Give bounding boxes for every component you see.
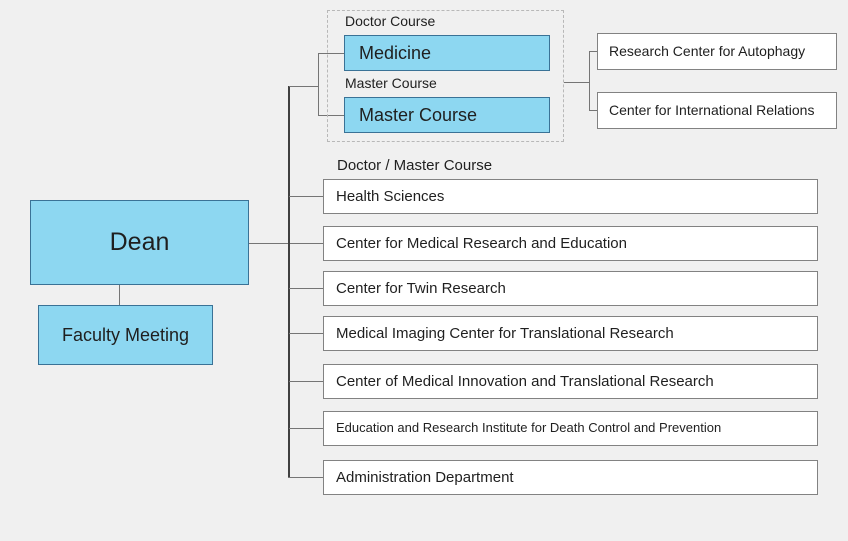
node-medical-imaging-center: Medical Imaging Center for Translational…: [323, 316, 818, 351]
connector-stub-medicine: [318, 53, 344, 54]
connector-branch-administration: [288, 477, 323, 478]
node-health-sciences: Health Sciences: [323, 179, 818, 214]
doctor-course-label: Doctor Course: [345, 13, 436, 29]
master-course-label: Master Course: [345, 75, 437, 91]
connector-branch-course-group: [289, 86, 318, 87]
node-center-international-relations: Center for International Relations: [597, 92, 837, 129]
connector-stub-master: [318, 115, 344, 116]
node-faculty-meeting: Faculty Meeting: [38, 305, 213, 365]
connector-group-to-bracket: [564, 82, 589, 83]
connector-branch-education-institute: [289, 428, 323, 429]
connector-dean-trunk: [249, 243, 323, 244]
node-education-research-institute: Education and Research Institute for Dea…: [323, 411, 818, 446]
connector-branch-twin-research: [289, 288, 323, 289]
connector-bracket-right: [589, 51, 590, 110]
connector-branch-medical-imaging: [289, 333, 323, 334]
node-center-twin-research: Center for Twin Research: [323, 271, 818, 306]
node-center-medical-innovation: Center of Medical Innovation and Transla…: [323, 364, 818, 399]
node-research-center-autophagy: Research Center for Autophagy: [597, 33, 837, 70]
connector-branch-health-sciences: [289, 196, 323, 197]
connector-stub-international: [589, 110, 597, 111]
connector-dean-faculty: [119, 285, 120, 305]
node-dean: Dean: [30, 200, 249, 285]
connector-bracket-course-group: [318, 53, 319, 115]
node-administration-department: Administration Department: [323, 460, 818, 495]
node-center-medical-research-education: Center for Medical Research and Educatio…: [323, 226, 818, 261]
doctor-master-course-section-label: Doctor / Master Course: [337, 157, 493, 174]
connector-branch-medical-innovation: [289, 381, 323, 382]
connector-stub-autophagy: [589, 51, 597, 52]
connector-trunk: [288, 86, 290, 477]
node-medicine: Medicine: [344, 35, 550, 71]
node-master-course: Master Course: [344, 97, 550, 133]
course-group-frame: [327, 10, 564, 142]
